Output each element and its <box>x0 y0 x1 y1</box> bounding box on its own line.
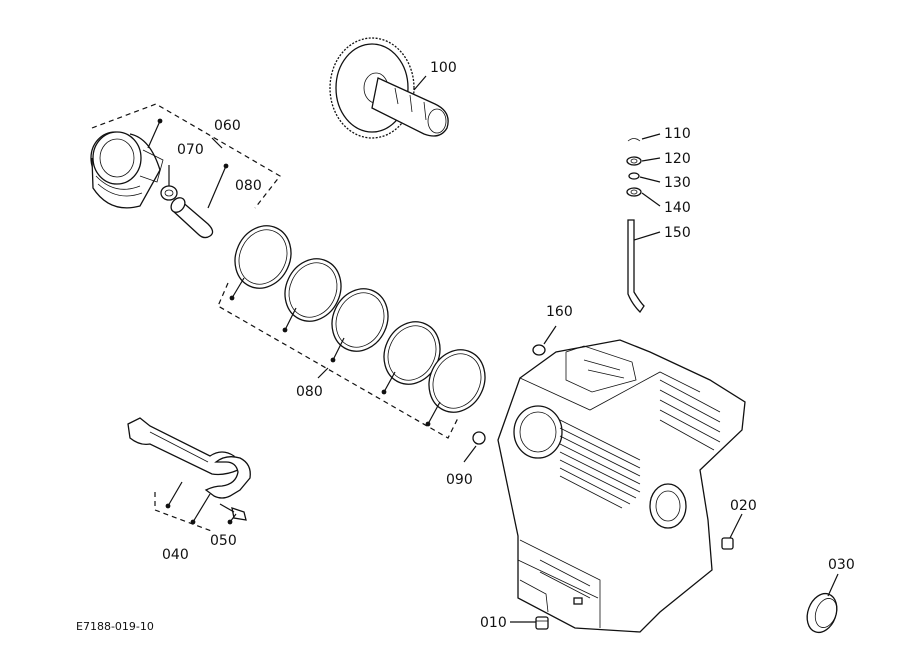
label-130: 130 <box>664 175 691 191</box>
label-060: 060 <box>214 118 241 134</box>
label-020: 020 <box>730 498 757 514</box>
drawing-code: E7188-019-10 <box>76 620 154 633</box>
label-040: 040 <box>162 547 189 563</box>
label-090: 090 <box>446 472 473 488</box>
label-070: 070 <box>177 142 204 158</box>
label-140: 140 <box>664 200 691 216</box>
connecting-rod <box>127 417 251 499</box>
camshaft-gear <box>329 37 449 139</box>
plug-160 <box>532 344 546 356</box>
bushing-090 <box>472 431 486 445</box>
ring-leaders <box>229 277 441 427</box>
piston-rings <box>234 225 486 413</box>
small-parts-stack <box>626 138 642 197</box>
oil-seal <box>806 592 838 634</box>
piston <box>90 131 164 209</box>
plug-020 <box>721 537 734 550</box>
label-120: 120 <box>664 151 691 167</box>
label-010: 010 <box>480 615 507 631</box>
piston-pin <box>170 197 214 239</box>
label-080-rings: 080 <box>296 384 323 400</box>
cylinder-block <box>497 339 746 633</box>
label-030: 030 <box>828 557 855 573</box>
oil-dipstick <box>627 219 645 314</box>
label-160: 160 <box>546 304 573 320</box>
label-150: 150 <box>664 225 691 241</box>
connecting-rod-bolt <box>219 503 247 521</box>
label-100: 100 <box>430 60 457 76</box>
label-110: 110 <box>664 126 691 142</box>
drain-plug <box>535 616 549 630</box>
piston-pin-clip <box>160 185 178 201</box>
cooling-fins <box>559 379 721 509</box>
label-080-pin: 080 <box>235 178 262 194</box>
label-050: 050 <box>210 533 237 549</box>
